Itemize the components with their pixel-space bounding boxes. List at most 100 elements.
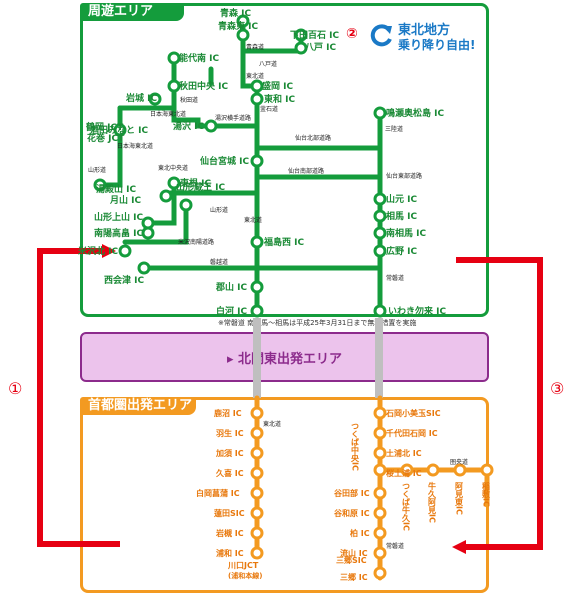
route-arrow-left (37, 248, 120, 547)
ic-kanuma: 鹿沼 IC (214, 408, 242, 418)
route-marker-1: ① (8, 379, 23, 398)
map-shape (250, 426, 264, 440)
road-aomori: 青森道 (246, 43, 264, 51)
road-kamaishi: 釜石道 (260, 105, 278, 113)
map-shape (373, 209, 387, 223)
map-shape (148, 92, 162, 106)
footnote: ※常磐道 南相馬～相馬は平成25年3月31日まで無料措置を実施 (218, 319, 417, 327)
ic-yawara: 谷和原 IC (333, 508, 370, 518)
ic-minamisoma: 南相馬 IC (386, 227, 426, 239)
map-shape (250, 466, 264, 480)
map-shape (236, 28, 250, 42)
route-marker-3: ③ (550, 379, 565, 398)
map-shape (250, 280, 264, 294)
map-shape (480, 463, 494, 477)
refresh-arrow-icon (370, 24, 392, 47)
map-shape (373, 226, 387, 240)
road-sendai-tobu: 仙台東部道路 (386, 172, 422, 180)
map-shape (250, 79, 264, 93)
ic-higashine: 東根 IC (180, 177, 211, 189)
ic-yuzawa: 湯沢 IC (173, 120, 204, 132)
road-yamagata-2: 山形道 (210, 206, 228, 214)
ic-ami-higashi: 阿見東IC (455, 482, 464, 515)
ic-chiyoda: 千代田石岡 IC (386, 428, 438, 438)
ic-tsukuba-chuo: つくば中央IC (350, 422, 360, 471)
ic-tsuchiura: 土浦北 IC (386, 448, 422, 458)
ic-kuki: 久喜 IC (215, 468, 244, 478)
free-pass-line1: 東北地方 (398, 23, 451, 38)
ic-naruse: 鳴瀬奥松島 IC (386, 107, 444, 119)
ic-soma: 相馬 IC (386, 210, 417, 222)
map-shape (373, 446, 387, 460)
ic-noshiro: 能代南 IC (179, 52, 219, 64)
ic-yamagata-kaminoyama: 山形上山 IC (94, 211, 143, 223)
ic-koriyama: 郡山 IC (215, 281, 247, 293)
orange-left-labels: 鹿沼 IC 羽生 IC 加須 IC 久喜 IC 白岡菖蒲 IC 蓮田SIC 岩槻… (196, 408, 281, 580)
ic-towa: 東和 IC (264, 93, 295, 105)
road-nihonkai-1: 日本海東北道 (150, 110, 186, 118)
ic-kazo: 加須 IC (215, 448, 244, 458)
orange-vertical-labels: つくば中央IC つくば牛久IC 牛久阿見IC 阿見東IC 稲敷IC (350, 422, 491, 531)
map-shape (373, 192, 387, 206)
map-shape (137, 261, 151, 275)
ic-aomori-higashi: 青森東 IC (218, 20, 258, 32)
free-pass-line2: 乗り降り自由! (398, 38, 476, 52)
map-shape (122, 202, 189, 245)
kitakanto-title-text: 北関東出発エリア (238, 352, 343, 367)
road-yamagata-1: 山形道 (88, 166, 106, 174)
map-shape (250, 526, 264, 540)
map-shape (373, 546, 387, 560)
map-shape (171, 55, 260, 129)
ic-akita: 秋田中央 IC (178, 80, 228, 92)
ic-kashiwa: 柏 IC (350, 528, 370, 538)
road-sanriku: 三陸道 (385, 125, 403, 133)
map-shape (118, 244, 132, 258)
map-shape (179, 198, 193, 212)
road-hachinohe: 八戸道 (259, 60, 277, 68)
map-shape (167, 176, 181, 190)
ic-gassan: 月山 IC (109, 194, 141, 206)
ic-ushiku-ami: 牛久阿見IC (427, 481, 437, 523)
ic-sendai-miyagi: 仙台宮城 IC (200, 155, 249, 167)
ic-shirakawa: 白河 IC (216, 305, 247, 317)
ic-hirono: 広野 IC (386, 245, 417, 257)
map-shape (373, 566, 387, 580)
map-shape (167, 51, 181, 65)
ic-morioka: 盛岡 IC (262, 80, 293, 92)
connector-tohoku (253, 318, 261, 398)
ic-yonezawa-kita: 米沢北 IC (77, 245, 118, 257)
ic-hachinohe: 八戸 IC (304, 42, 336, 53)
map-shape (250, 506, 264, 520)
ic-misato-sic: 三郷SIC (336, 555, 367, 565)
map-shape (141, 226, 155, 240)
kitakanto-area (80, 332, 489, 382)
route-arrow-left-head (102, 244, 116, 258)
tohoku-area (80, 3, 489, 317)
map-shape (373, 526, 387, 540)
map-shape (250, 235, 264, 249)
map-shape (453, 463, 467, 477)
map-shape (250, 546, 264, 560)
ic-tsuruoka: 鶴岡 JCT (86, 121, 124, 133)
map-shape (294, 41, 308, 55)
orange-right-labels: 石岡小美玉SIC 千代田石岡 IC 土浦北 IC 桜土浦 IC 谷田部 IC 谷… (333, 408, 468, 582)
map-shape (250, 92, 264, 106)
ic-yatabe: 谷田部 IC (333, 488, 370, 498)
ic-aomori: 青森 IC (220, 7, 251, 19)
ic-fukushima-nishi: 福島西 IC (263, 236, 304, 248)
road-akita: 秋田道 (180, 96, 198, 104)
map-shape (159, 189, 173, 203)
map-shape (373, 463, 387, 477)
map-shape (373, 486, 387, 500)
road-sendai-nanbu: 仙台南部道路 (288, 167, 324, 175)
map-shape (250, 406, 264, 420)
map-shape (373, 106, 387, 120)
ic-iwaki-nakoso: いわき勿来 IC (388, 305, 446, 317)
road-yuzawa: 湯沢横手道路 (215, 114, 251, 122)
green-road-labels: 青森道 八戸道 東北道 秋田道 釜石道 日本海東北道 湯沢横手道路 日本海東北道… (88, 43, 422, 282)
road-tohoku-chuo: 東北中央道 (158, 164, 188, 172)
road-tohoku-orange: 東北道 (263, 420, 281, 428)
map-shape (250, 154, 264, 168)
ic-kawaguchi-sub: (浦和本線) (228, 571, 262, 580)
green-ic-labels: 青森 IC 青森東 IC 下田百石 IC 八戸 IC 能代南 IC 秋田中央 I… (77, 7, 446, 317)
